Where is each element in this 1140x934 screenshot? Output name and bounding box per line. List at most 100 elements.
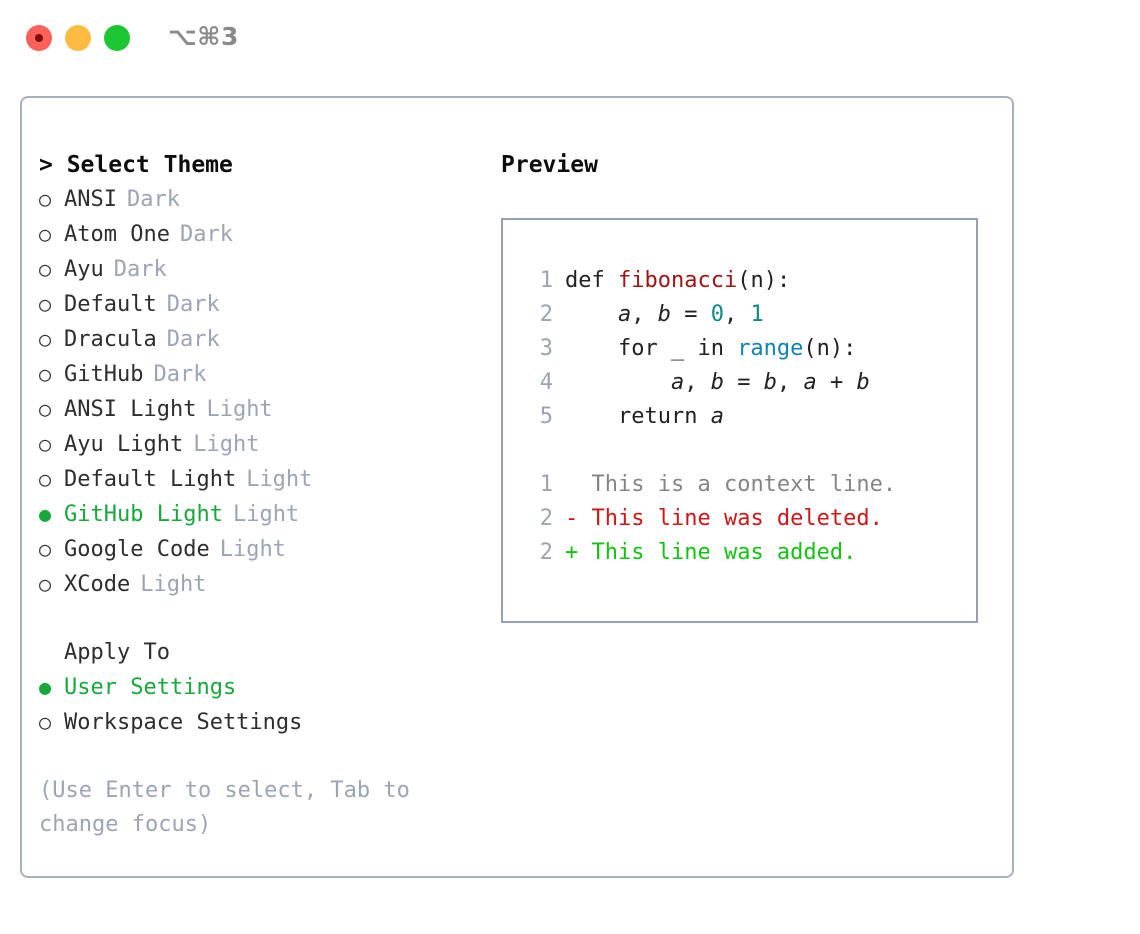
radio-unselected-icon[interactable]: ○ <box>39 362 52 386</box>
preview-heading: Preview <box>501 152 598 178</box>
code-token: def <box>565 268 618 293</box>
code-token: = <box>723 370 764 395</box>
code-token: + <box>816 370 857 395</box>
theme-name-label: GitHub <box>64 362 144 387</box>
code-token: b <box>763 370 777 395</box>
radio-unselected-icon[interactable]: ○ <box>39 257 52 281</box>
code-token: fibonacci <box>617 268 738 293</box>
code-token: (n): <box>803 336 857 361</box>
theme-variant-tag: Light <box>140 572 207 597</box>
theme-variant-tag: Light <box>193 432 260 457</box>
list-spacer <box>39 602 489 636</box>
close-button-icon[interactable] <box>26 25 52 51</box>
zoom-button-icon[interactable] <box>104 25 130 51</box>
diff-line-number: 2 <box>539 540 553 565</box>
theme-name-label: XCode <box>64 572 131 597</box>
radio-unselected-icon[interactable]: ○ <box>39 467 52 491</box>
radio-unselected-icon[interactable]: ○ <box>39 710 52 734</box>
code-token: (n): <box>737 268 791 293</box>
code-token: a <box>617 302 632 327</box>
radio-unselected-icon[interactable]: ○ <box>39 572 52 596</box>
theme-variant-tag: Dark <box>166 327 220 352</box>
theme-list-item[interactable]: ○ Default Dark <box>39 287 489 322</box>
radio-selected-icon[interactable]: ● <box>39 675 52 699</box>
radio-unselected-icon[interactable]: ○ <box>39 222 52 246</box>
diff-text: This is a context line. <box>591 472 897 497</box>
keyboard-hint-text: (Use Enter to select, Tab to change focu… <box>39 778 410 837</box>
code-token: for _ in <box>565 336 738 361</box>
code-token: , <box>684 370 711 395</box>
theme-variant-tag: Dark <box>179 222 233 247</box>
code-line: 3 for _ in range(n): <box>525 332 976 366</box>
theme-name-label: ANSI <box>64 187 117 212</box>
code-line: 1 def fibonacci(n): <box>525 264 976 298</box>
code-line-number: 1 <box>539 268 553 293</box>
theme-list-item[interactable]: ○ Google Code Light <box>39 532 489 567</box>
apply-to-item[interactable]: ●User Settings <box>39 670 489 705</box>
code-token: , <box>723 302 751 327</box>
theme-variant-tag: Dark <box>126 187 180 212</box>
apply-to-heading: Apply To <box>64 640 170 665</box>
diff-line: 2+ This line was added. <box>525 536 976 570</box>
minimize-button-icon[interactable] <box>65 25 91 51</box>
theme-variant-tag: Light <box>219 537 286 562</box>
diff-line: 2- This line was deleted. <box>525 502 976 536</box>
theme-list-item[interactable]: ● GitHub Light Light <box>39 497 489 532</box>
code-diff-gap <box>525 434 976 468</box>
theme-variant-tag: Light <box>232 502 300 527</box>
code-line-number: 4 <box>539 370 553 395</box>
code-line-number: 2 <box>539 302 553 327</box>
code-token: return <box>565 404 711 429</box>
apply-to-item[interactable]: ○ Workspace Settings <box>39 705 489 740</box>
diff-text: This line was deleted. <box>591 506 883 531</box>
theme-variant-tag: Light <box>246 467 313 492</box>
code-token: a <box>710 404 724 429</box>
radio-unselected-icon[interactable]: ○ <box>39 537 52 561</box>
code-line: 2 a, b = 0, 1 <box>525 298 976 332</box>
code-line-number: 3 <box>539 336 553 361</box>
radio-unselected-icon[interactable]: ○ <box>39 292 52 316</box>
keyboard-shortcut-label: ⌥⌘3 <box>168 22 239 51</box>
theme-name-label: GitHub Light <box>64 502 223 527</box>
code-token: a <box>670 370 685 395</box>
theme-list-item[interactable]: ○ ANSI Dark <box>39 182 489 217</box>
code-token <box>565 366 671 400</box>
theme-list-item[interactable]: ○ XCode Light <box>39 567 489 602</box>
theme-name-label: Google Code <box>64 537 210 562</box>
code-token: 1 <box>750 302 764 327</box>
code-token: 0 <box>710 302 724 327</box>
code-line: 5 return a <box>525 400 976 434</box>
theme-name-label: Default <box>64 292 157 317</box>
title-bar: ⌥⌘3 <box>0 0 1140 78</box>
window-controls <box>26 25 130 51</box>
diff-line-number: 2 <box>539 506 553 531</box>
theme-list-item[interactable]: ○ Ayu Light Light <box>39 427 489 462</box>
code-token: , <box>776 370 804 395</box>
apply-to-list[interactable]: ●User Settings ○ Workspace Settings <box>39 670 489 740</box>
radio-selected-icon[interactable]: ● <box>39 502 52 526</box>
code-token: b <box>710 370 724 395</box>
select-theme-heading: > Select Theme <box>39 152 233 178</box>
code-token: = <box>670 302 711 327</box>
theme-name-label: ANSI Light <box>64 397 197 422</box>
code-line: 4 a, b = b, a + b <box>525 366 976 400</box>
radio-unselected-icon[interactable]: ○ <box>39 187 52 211</box>
radio-unselected-icon[interactable]: ○ <box>39 397 52 421</box>
theme-variant-tag: Dark <box>166 292 220 317</box>
theme-name-label: Ayu Light <box>64 432 184 457</box>
diff-text: This line was added. <box>591 540 857 565</box>
code-token: b <box>856 370 870 395</box>
radio-unselected-icon[interactable]: ○ <box>39 327 52 351</box>
apply-to-label: Workspace Settings <box>64 710 303 735</box>
radio-unselected-icon[interactable]: ○ <box>39 432 52 456</box>
